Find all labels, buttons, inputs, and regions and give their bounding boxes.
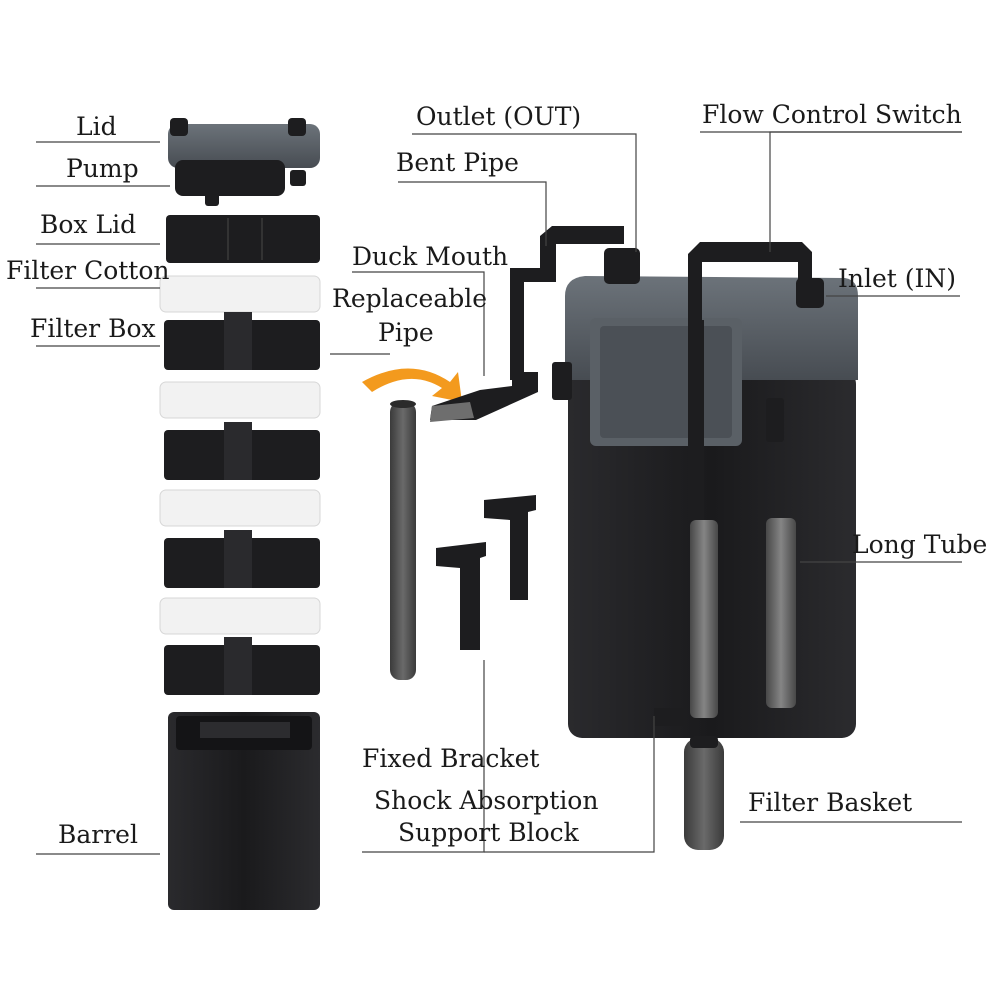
label-inlet: Inlet (IN) [838, 264, 957, 293]
label-outlet: Outlet (OUT) [416, 102, 582, 131]
pump-with-lid [168, 118, 320, 206]
label-bent-pipe: Bent Pipe [396, 148, 519, 177]
label-lid: Lid [76, 112, 117, 141]
label-duck-mouth: Duck Mouth [352, 242, 509, 271]
label-shock-absorption-line2: Support Block [398, 818, 579, 847]
label-filter-cotton: Filter Cotton [6, 256, 170, 285]
fixed-bracket-part [436, 495, 536, 650]
box-lid-part [166, 215, 320, 263]
label-filter-box: Filter Box [30, 314, 156, 343]
label-replaceable-pipe-line1: Replaceable [332, 284, 488, 313]
barrel-part [168, 712, 320, 910]
leader-lines [36, 131, 962, 855]
label-filter-basket: Filter Basket [748, 788, 913, 817]
filter-box-stack [164, 312, 320, 695]
label-box-lid: Box Lid [40, 210, 137, 239]
label-long-tube: Long Tube [852, 530, 988, 559]
replaceable-pipe-part [390, 400, 416, 680]
label-barrel: Barrel [58, 820, 138, 849]
orange-arrow [362, 368, 462, 402]
filter-cotton-stack [159, 275, 321, 635]
label-replaceable-pipe-line2: Pipe [378, 318, 434, 347]
label-shock-absorption-line1: Shock Absorption [374, 786, 599, 815]
label-pump: Pump [66, 154, 139, 183]
label-flow-control-switch: Flow Control Switch [702, 100, 962, 129]
label-fixed-bracket: Fixed Bracket [362, 744, 540, 773]
assembled-filter [430, 226, 858, 850]
